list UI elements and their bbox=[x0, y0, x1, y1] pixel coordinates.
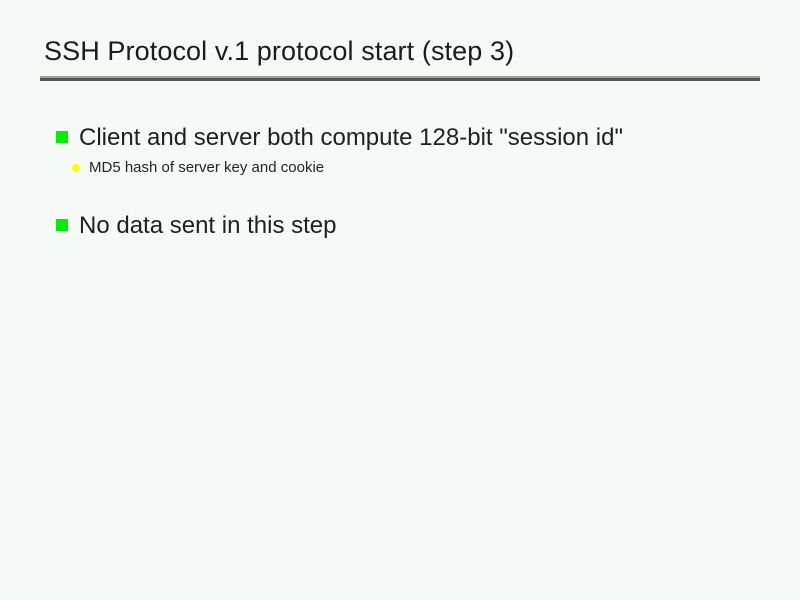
bullet-spacer bbox=[56, 178, 756, 210]
list-item: Client and server both compute 128-bit "… bbox=[56, 122, 756, 153]
green-square-bullet-icon bbox=[56, 131, 68, 143]
yellow-dot-bullet-icon bbox=[72, 164, 80, 172]
bullet-list: Client and server both compute 128-bit "… bbox=[56, 122, 756, 241]
title-underline-rule bbox=[40, 76, 760, 81]
green-square-bullet-icon bbox=[56, 219, 68, 231]
sub-bullet-list: MD5 hash of server key and cookie bbox=[56, 157, 756, 178]
bullet-level1-text: Client and server both compute 128-bit "… bbox=[79, 124, 623, 151]
page-title: SSH Protocol v.1 protocol start (step 3) bbox=[44, 36, 515, 66]
bullet-level1-text: No data sent in this step bbox=[79, 212, 337, 239]
list-item: No data sent in this step bbox=[56, 210, 756, 241]
title-block: SSH Protocol v.1 protocol start (step 3) bbox=[40, 34, 760, 68]
bullet-level2-text: MD5 hash of server key and cookie bbox=[89, 159, 325, 176]
list-item: MD5 hash of server key and cookie bbox=[72, 157, 756, 178]
